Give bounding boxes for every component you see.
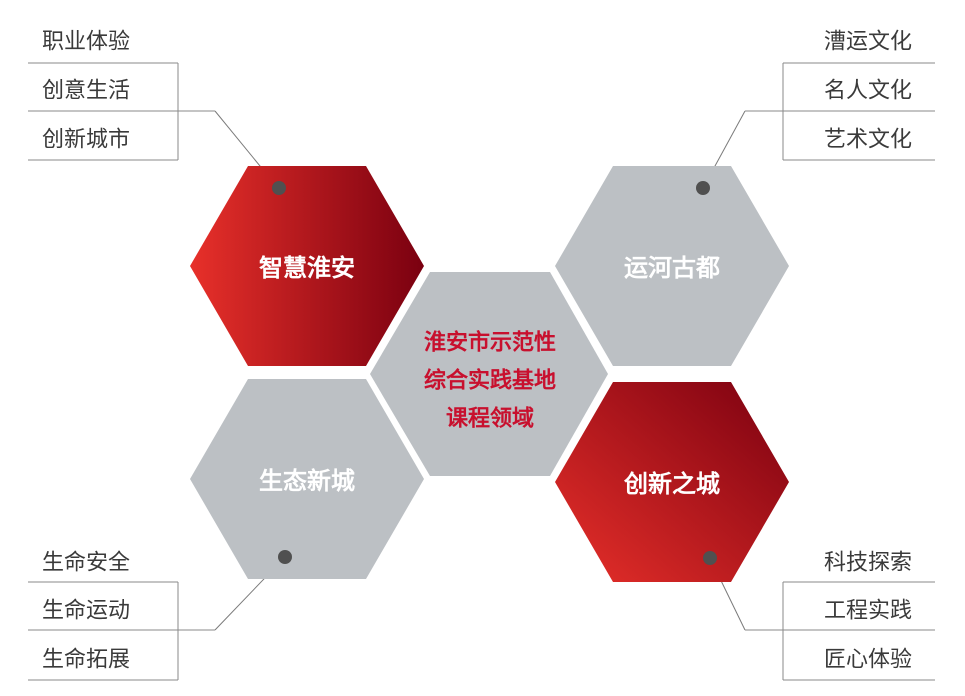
list-item: 名人文化	[824, 79, 912, 104]
connector-dot-bottom-left	[278, 550, 292, 564]
list-item: 生命安全	[42, 551, 130, 576]
hexagon-top-right: 运河古都	[555, 166, 789, 366]
hexagon-bottom-right: 创新之城	[555, 382, 789, 582]
list-item: 生命运动	[42, 599, 130, 624]
connector-dot-bottom-right	[703, 551, 717, 565]
hexagon-center: 淮安市示范性 综合实践基地 课程领域	[370, 272, 608, 476]
bottom-left-list: 生命安全 生命运动 生命拓展	[28, 551, 215, 681]
center-title-line-2: 综合实践基地	[424, 368, 556, 394]
center-title-line-3: 课程领域	[446, 406, 534, 432]
hexagon-label: 智慧淮安	[259, 254, 355, 282]
hexagon-label: 运河古都	[624, 254, 720, 282]
connector-dot-top-left	[272, 181, 286, 195]
list-item: 职业体验	[42, 30, 130, 55]
list-item: 创意生活	[42, 79, 130, 104]
top-left-list: 职业体验 创意生活 创新城市	[28, 30, 215, 161]
list-item: 匠心体验	[824, 648, 912, 673]
center-title-line-1: 淮安市示范性	[424, 330, 556, 356]
list-item: 科技探索	[824, 551, 912, 576]
list-item: 漕运文化	[824, 30, 912, 55]
hexagon-label: 生态新城	[259, 467, 355, 495]
hexagon-label: 创新之城	[623, 470, 720, 498]
list-item: 工程实践	[824, 599, 912, 624]
hexagon-bottom-left: 生态新城	[190, 379, 424, 579]
hexagon-top-left: 智慧淮安	[190, 166, 424, 366]
list-item: 生命拓展	[42, 648, 130, 673]
top-right-list: 漕运文化 名人文化 艺术文化	[745, 30, 935, 161]
connector-dot-top-right	[696, 181, 710, 195]
list-item: 艺术文化	[824, 128, 912, 153]
list-item: 创新城市	[42, 128, 130, 153]
bottom-right-list: 科技探索 工程实践 匠心体验	[745, 551, 935, 681]
